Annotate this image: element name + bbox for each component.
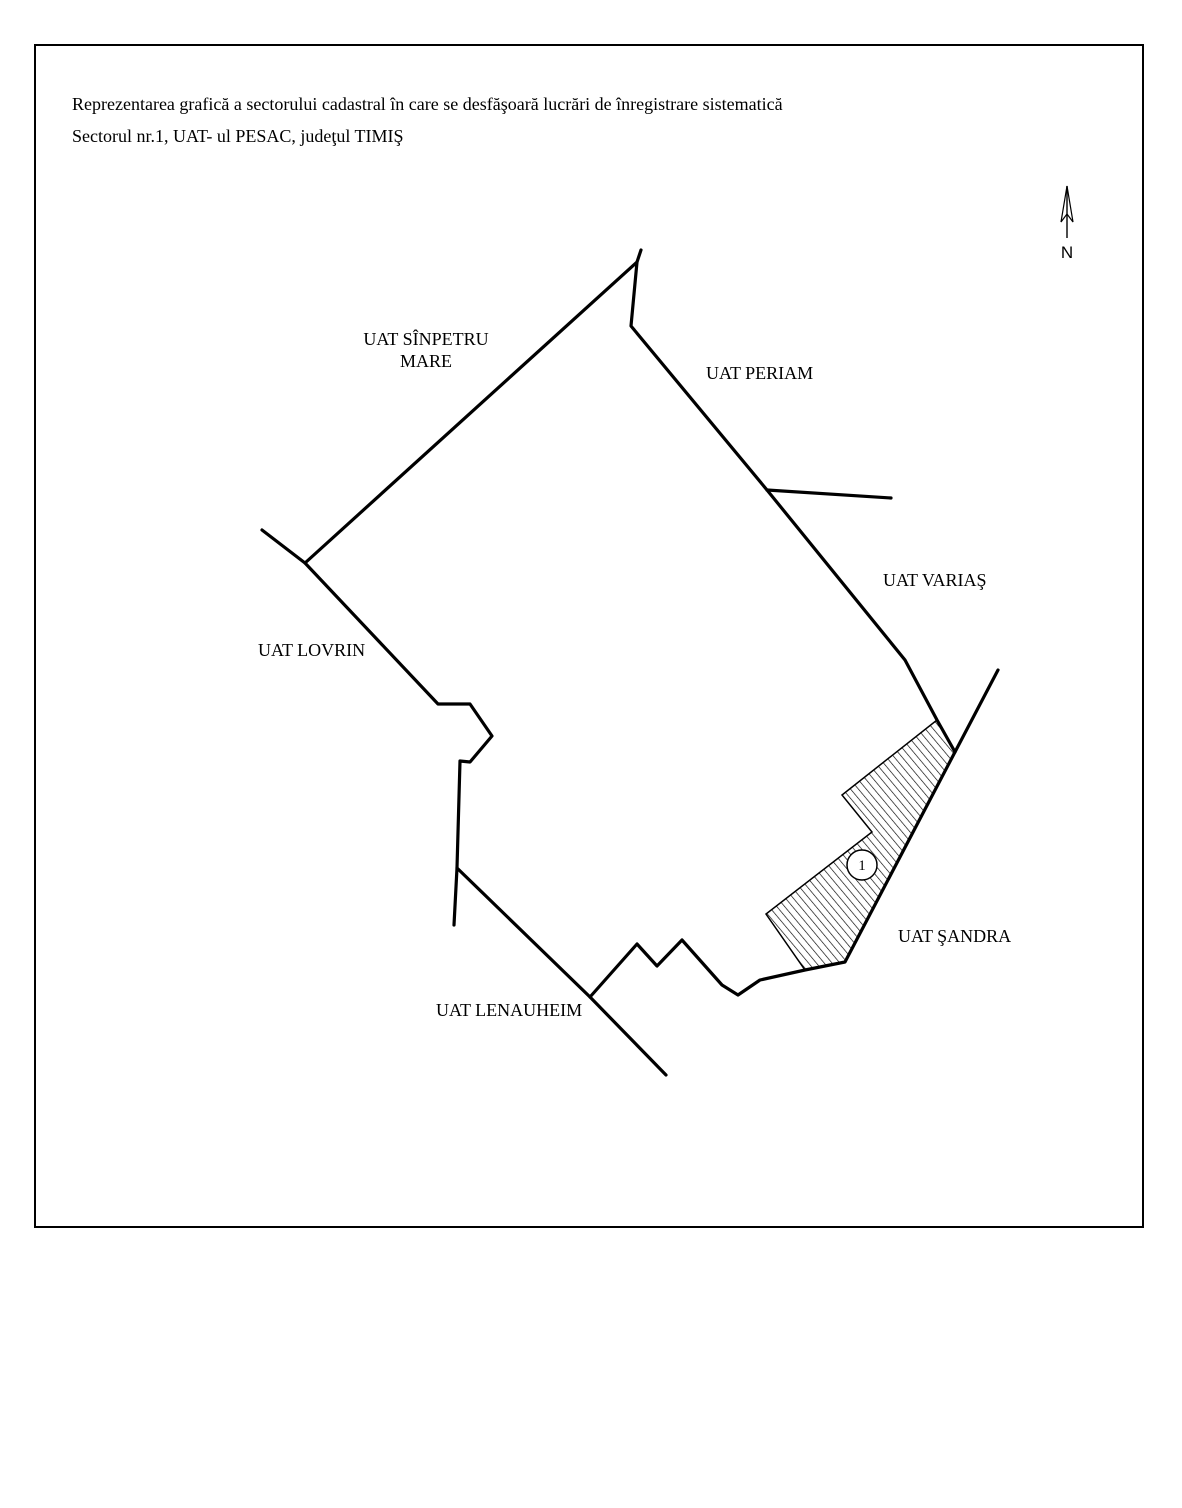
boundary-stub-periam: [635, 248, 643, 264]
map-title: Reprezentarea grafică a sectorului cadas…: [72, 94, 783, 114]
label-uat-lovrin: UAT LOVRIN: [258, 640, 365, 660]
sector-number-marker[interactable]: 1: [846, 849, 878, 881]
boundary-stub-lovrin-north: [260, 528, 307, 565]
label-uat-varias: UAT VARIAŞ: [883, 570, 987, 590]
uat-boundary: [303, 260, 957, 999]
north-letter: N: [1061, 243, 1073, 262]
boundary-stub-varias: [765, 488, 893, 500]
boundary-stub-lovrin-south: [452, 866, 459, 927]
label-uat-sinpetru-mare-line1: UAT SÎNPETRU: [363, 328, 488, 349]
north-arrow-icon: N: [1060, 185, 1074, 262]
label-uat-sandra: UAT ŞANDRA: [898, 926, 1011, 946]
label-uat-lenauheim: UAT LENAUHEIM: [436, 1000, 582, 1020]
boundary-stub-sandra: [953, 668, 1000, 754]
boundary-stub-lenauheim: [588, 995, 668, 1077]
map-subtitle: Sectorul nr.1, UAT- ul PESAC, judeţul TI…: [72, 126, 404, 146]
label-uat-sinpetru-mare-line2: MARE: [400, 351, 452, 371]
map-frame: [34, 44, 1144, 1228]
sector-number: 1: [858, 858, 866, 874]
label-uat-periam: UAT PERIAM: [706, 363, 813, 383]
